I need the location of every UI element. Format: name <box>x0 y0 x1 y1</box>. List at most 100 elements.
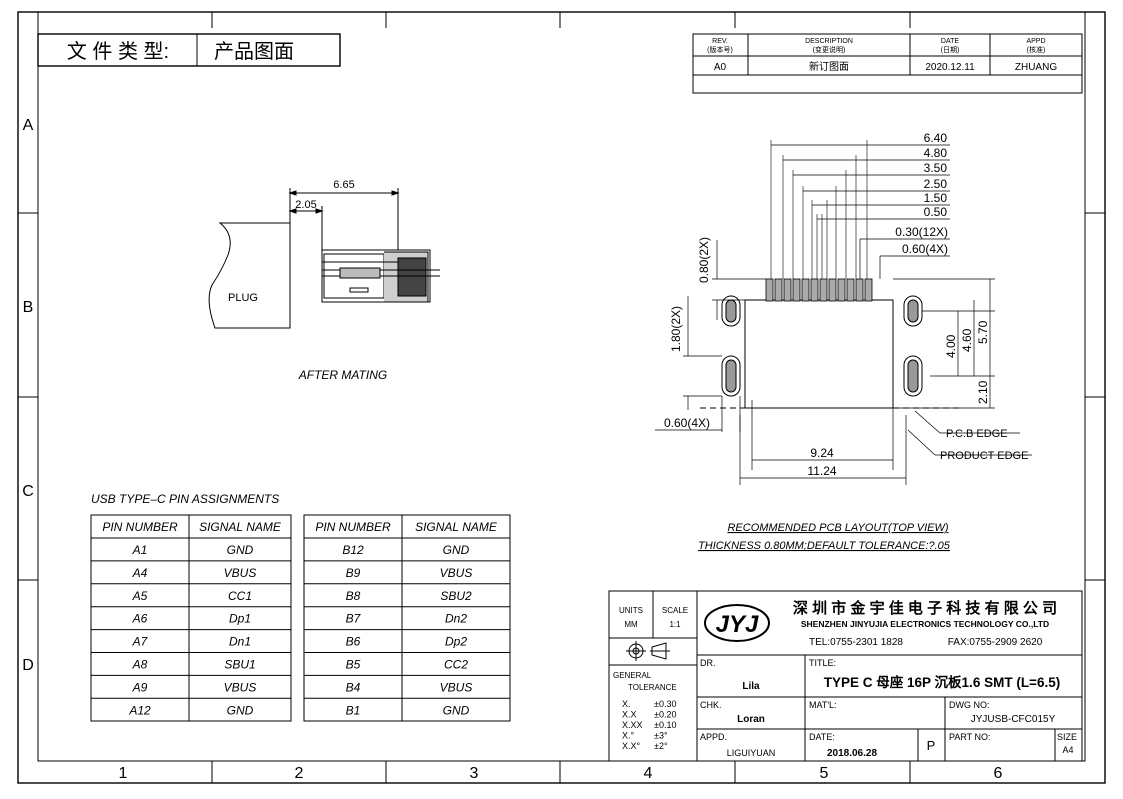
tolerance-format: X.X <box>622 710 637 720</box>
signal-name: GND <box>443 703 470 717</box>
company-name-en: SHENZHEN JINYUJIA ELECTRONICS TECHNOLOGY… <box>801 619 1049 629</box>
pin-number: B7 <box>346 612 362 626</box>
pin-number: B6 <box>346 635 361 649</box>
slot-width-dim: 0.60(4X) <box>664 416 710 430</box>
svg-text:JYJ: JYJ <box>716 611 759 638</box>
pin-table-title: USB TYPE–C PIN ASSIGNMENTS <box>91 492 279 506</box>
signal-name: Dp1 <box>229 612 251 626</box>
tolerance-format: X.° <box>622 731 635 741</box>
col-num-3: 3 <box>470 765 479 782</box>
pin-number: B4 <box>346 680 361 694</box>
dr-label: DR. <box>700 658 716 668</box>
tolerance-label-2: TOLERANCE <box>628 683 677 692</box>
pin-number: B1 <box>346 703 361 717</box>
date-value: 2020.12.11 <box>925 62 975 73</box>
pcb-edge-label: P.C.B EDGE <box>946 428 1008 440</box>
desc-header: DESCRIPTION <box>805 38 853 45</box>
pin-number: B9 <box>346 566 361 580</box>
mat-label: MAT'L: <box>809 700 837 710</box>
right-dim-4: 2.10 <box>976 380 990 404</box>
pin-number: A12 <box>128 703 151 717</box>
signal-name: SBU1 <box>224 658 255 672</box>
mating-dim-offset: 2.05 <box>295 199 316 211</box>
tolerance-format: X. <box>622 699 631 709</box>
tolerance-value: ±0.30 <box>654 699 676 709</box>
row-letter-c: C <box>22 483 34 500</box>
units-value: MM <box>624 620 638 629</box>
col-num-6: 6 <box>994 765 1003 782</box>
tolerance-format: X.XX <box>622 720 643 730</box>
pin-header-num-left: PIN NUMBER <box>102 520 178 534</box>
layout-caption-1: RECOMMENDED PCB LAYOUT(TOP VIEW) <box>727 522 948 534</box>
pin-number: A8 <box>132 658 148 672</box>
top-dim-6: 0.50 <box>924 205 948 219</box>
signal-name: VBUS <box>440 566 473 580</box>
pin-header-sig-left: SIGNAL NAME <box>199 520 282 534</box>
top-dim-7: 0.30(12X) <box>895 225 948 239</box>
pin-number: A6 <box>132 612 148 626</box>
frame-labels: 1 2 3 4 5 6 A B C D <box>22 117 1002 782</box>
title-value: TYPE C 母座 16P 沉板1.6 SMT (L=6.5) <box>824 674 1060 690</box>
top-dim-4: 2.50 <box>924 177 948 191</box>
signal-name: SBU2 <box>440 589 472 603</box>
tolerance-rows: X. ±0.30X.X ±0.20X.XX ±0.10X.° ±3° X.X° ±2° <box>622 699 676 751</box>
col-num-2: 2 <box>295 765 304 782</box>
signal-name: CC2 <box>444 658 468 672</box>
row-letter-a: A <box>23 117 34 134</box>
pin-number: B12 <box>342 543 364 557</box>
dr-value: Lila <box>742 681 760 692</box>
scale-label: SCALE <box>662 606 688 615</box>
date-header-cn: (日期) <box>941 46 960 54</box>
pin-number: A4 <box>132 566 148 580</box>
signal-name: CC1 <box>228 589 252 603</box>
tolerance-value: ±0.20 <box>654 710 676 720</box>
top-dim-1: 6.40 <box>924 131 948 145</box>
date-header: DATE <box>941 38 959 45</box>
signal-name: VBUS <box>440 680 473 694</box>
sheet-frame <box>17 11 1106 784</box>
col-num-5: 5 <box>820 765 829 782</box>
signal-name: GND <box>227 703 254 717</box>
tolerance-format: X.X° <box>622 741 641 751</box>
appd-value: ZHUANG <box>1015 62 1057 73</box>
right-dim-3: 5.70 <box>976 320 990 344</box>
part-label: PART NO: <box>949 732 991 742</box>
pin-number: A9 <box>132 680 148 694</box>
row-letter-b: B <box>23 299 34 316</box>
slot-height-dim: 1.80(2X) <box>669 306 683 352</box>
right-dim-1: 4.00 <box>944 334 958 358</box>
size-value: A4 <box>1062 745 1073 755</box>
signal-name: VBUS <box>224 680 257 694</box>
pin-number: B8 <box>346 589 361 603</box>
dwg-value: JYJUSB-CFC015Y <box>971 714 1056 725</box>
row-letter-d: D <box>22 657 34 674</box>
signal-name: Dp2 <box>445 635 467 649</box>
appd-header: APPD <box>1026 38 1045 45</box>
scale-value: 1:1 <box>669 620 681 629</box>
units-label: UNITS <box>619 606 643 615</box>
bottom-dim-2: 11.24 <box>807 464 836 478</box>
pin-number: A1 <box>132 543 148 557</box>
pin-header-sig-right: SIGNAL NAME <box>415 520 498 534</box>
logo-mark: JYJ <box>704 604 770 642</box>
doc-type-label: 文 件 类 型: <box>67 40 169 63</box>
desc-value: 新订图面 <box>809 60 849 73</box>
layout-caption-2: THICKNESS 0.80MM;DEFAULT TOLERANCE:?.05 <box>698 540 951 552</box>
rev-header-cn: (版本号) <box>707 45 733 54</box>
revision-table: REV. (版本号) DESCRIPTION (变更说明) DATE (日期) … <box>692 33 1083 94</box>
signal-name: Dn2 <box>445 612 467 626</box>
tolerance-value: ±0.10 <box>654 720 676 730</box>
doc-type-value: 产品图面 <box>214 40 294 63</box>
chk-label: CHK. <box>700 700 722 710</box>
tolerance-value: ±3° <box>654 731 668 741</box>
rev-header: REV. <box>712 38 728 45</box>
pad-height-dim: 0.80(2X) <box>697 237 711 283</box>
chk-value: Loran <box>737 714 765 725</box>
tolerance-value: ±2° <box>654 741 668 751</box>
bottom-dim-1: 9.24 <box>810 446 834 460</box>
signal-name: GND <box>227 543 254 557</box>
pin-header-num-right: PIN NUMBER <box>315 520 391 534</box>
pin-number: A5 <box>132 589 148 603</box>
